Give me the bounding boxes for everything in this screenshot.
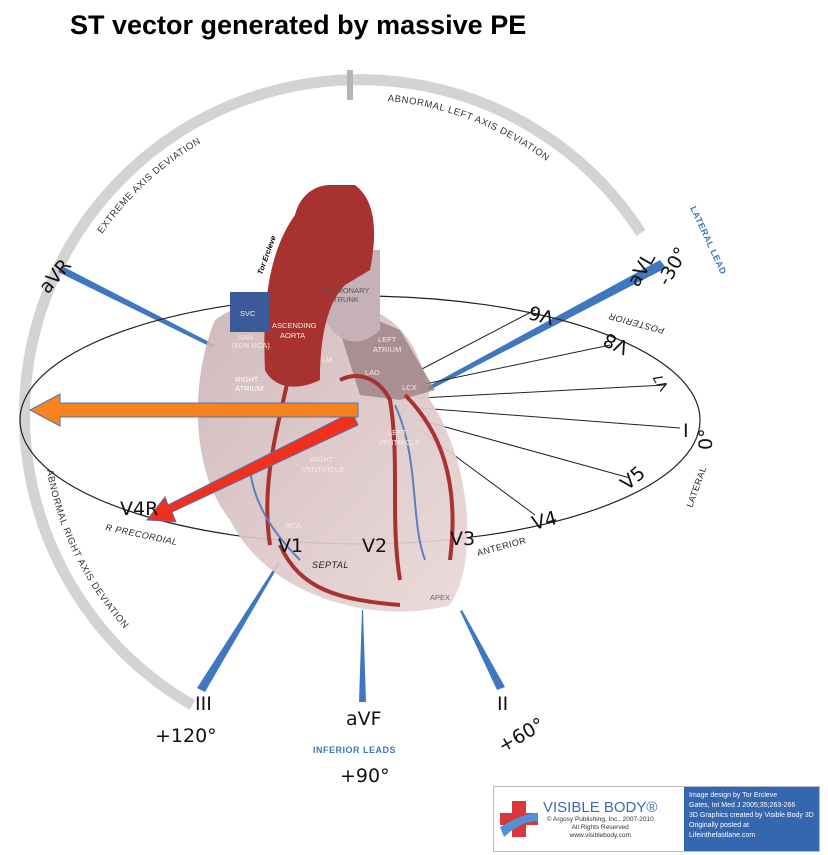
label-rca: RCA [285, 521, 301, 530]
label-v4r: V4R [120, 498, 158, 520]
red-st-arrow [146, 411, 359, 523]
credit-1: Image design by Tor Ercleve [689, 792, 778, 799]
label-i: I [683, 420, 689, 442]
label-iii: III [195, 693, 212, 715]
label-i-angle: 0° [695, 428, 717, 450]
label-asc2: AORTA [280, 331, 305, 340]
label-v3: V3 [450, 528, 475, 550]
label-lv1: LEFT [388, 428, 407, 437]
label-avl-angle: -30° [653, 243, 692, 289]
cross-logo-icon [500, 801, 538, 837]
label-san: SAN [238, 333, 253, 342]
label-pt1: PULMONARY [322, 286, 369, 295]
logo-brand: VISIBLE BODY® [543, 798, 658, 816]
orange-st-arrow [28, 393, 359, 427]
label-v8: V8 [600, 328, 632, 359]
label-lm: LM [322, 355, 332, 364]
label-apex: APEX [430, 593, 450, 602]
avl-line [418, 260, 666, 395]
label-svc: SVC [240, 309, 256, 318]
label-asc1: ASCENDING [272, 321, 317, 330]
label-lateral-lead: LATERAL LEAD [688, 205, 728, 276]
label-v2: V2 [362, 535, 387, 557]
visible-body-logo: VISIBLE BODY® © Argosy Publishing, Inc.,… [493, 786, 820, 852]
logo-url: www.visiblebody.com [569, 831, 631, 839]
label-v5: V5 [616, 462, 649, 495]
label-la2: ATRIUM [373, 345, 401, 354]
label-ii-angle: +60° [494, 714, 548, 758]
label-avf: aVF [346, 708, 382, 730]
axis-circle-arc [18, 74, 646, 710]
label-inferior-leads: INFERIOR LEADS [313, 745, 396, 755]
label-r-precordial: R PRECORDIAL [105, 522, 179, 547]
label-lcx: LCX [402, 383, 417, 392]
limb-lead-lines [58, 260, 666, 702]
label-lad: LAD [365, 368, 380, 377]
label-pt2: TRUNK [333, 295, 359, 304]
label-v6: V6 [526, 301, 556, 329]
label-ra2: ATRIUM [235, 384, 263, 393]
label-rv2: VENTRICLE [302, 465, 344, 474]
heart-illustration [197, 185, 468, 612]
page-title: ST vector generated by massive PE [70, 10, 527, 40]
label-septal: SEPTAL [312, 560, 349, 570]
st-vector-arrows [28, 393, 359, 523]
label-lv2: VENTRICLE [378, 438, 420, 447]
label-v1: V1 [278, 535, 303, 557]
top-tick [347, 70, 353, 100]
ii-line [460, 610, 505, 690]
label-lateral: LATERAL [684, 465, 708, 509]
label-la1: LEFT [378, 335, 397, 344]
label-avf-angle: +90° [340, 765, 390, 787]
label-rv1: RIGHT [310, 455, 334, 464]
credit-3: 3D Graphics created by Visible Body 3D [689, 812, 814, 819]
credit-4: Originally posted at Lifeinthefastlane.c… [689, 822, 756, 839]
label-ii: II [497, 693, 508, 715]
label-san2: (60% RCA) [232, 341, 270, 350]
label-anterior: ANTERIOR [476, 535, 527, 558]
label-ra1: RIGHT [235, 375, 259, 384]
logo-copyright: © Argosy Publishing, Inc., 2007-2010 [546, 815, 654, 823]
logo-rights: All Rights Reserved [571, 823, 629, 831]
avr-line [58, 266, 215, 348]
label-iii-angle: +120° [155, 725, 217, 747]
avf-line [359, 610, 366, 702]
label-v4: V4 [530, 507, 560, 535]
label-v7: V7 [651, 370, 673, 392]
credit-2: Gates, Int Med J 2005;35;263-266 [689, 802, 796, 809]
iii-line [197, 562, 280, 692]
